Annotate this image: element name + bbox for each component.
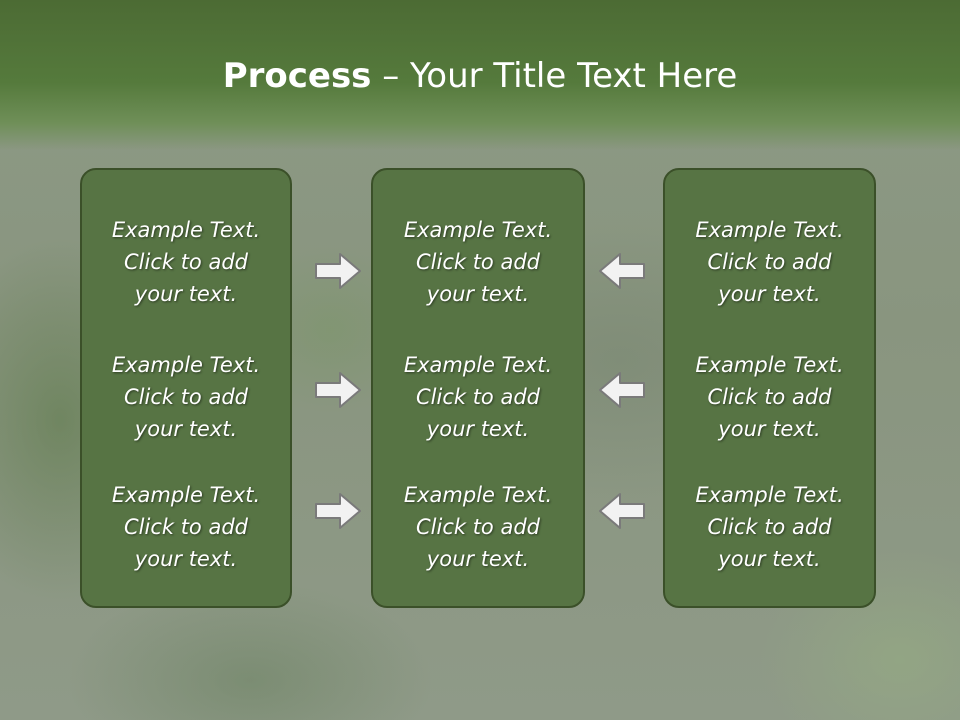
- item-line: your text.: [426, 417, 530, 441]
- left-arrow-icon: [599, 253, 645, 289]
- item-line: Example Text.: [695, 353, 844, 377]
- item-line: your text.: [134, 417, 238, 441]
- item-line: your text.: [718, 547, 821, 571]
- right-arrow-icon: [315, 372, 361, 408]
- item-line: Click to add: [415, 385, 540, 409]
- text-box-right[interactable]: Example Text. Click to add your text. Ex…: [663, 168, 876, 608]
- text-item[interactable]: Example Text. Click to add your text.: [665, 214, 874, 310]
- left-arrow-icon: [599, 372, 645, 408]
- header-band: [0, 0, 960, 150]
- item-line: your text.: [426, 282, 530, 306]
- text-item[interactable]: Example Text. Click to add your text.: [373, 349, 583, 445]
- text-box-center[interactable]: Example Text. Click to add your text. Ex…: [371, 168, 585, 608]
- title-rest: – Your Title Text Here: [371, 56, 738, 96]
- text-item[interactable]: Example Text. Click to add your text.: [665, 479, 874, 575]
- item-line: your text.: [718, 417, 821, 441]
- left-arrow-icon: [599, 493, 645, 529]
- item-line: Click to add: [123, 250, 248, 274]
- text-item[interactable]: Example Text. Click to add your text.: [373, 479, 583, 575]
- right-arrow-icon: [315, 493, 361, 529]
- item-line: Example Text.: [403, 353, 553, 377]
- item-line: Click to add: [123, 385, 248, 409]
- item-line: your text.: [134, 547, 238, 571]
- item-line: Click to add: [415, 250, 540, 274]
- item-line: Click to add: [415, 515, 540, 539]
- item-line: Example Text.: [111, 218, 261, 242]
- item-line: Example Text.: [111, 483, 261, 507]
- item-line: your text.: [426, 547, 530, 571]
- item-line: Click to add: [707, 385, 832, 409]
- item-line: Example Text.: [403, 483, 553, 507]
- text-item[interactable]: Example Text. Click to add your text.: [82, 349, 290, 445]
- title-bold: Process: [222, 56, 372, 96]
- item-line: your text.: [134, 282, 238, 306]
- item-line: Example Text.: [695, 483, 844, 507]
- text-item[interactable]: Example Text. Click to add your text.: [373, 214, 583, 310]
- item-line: Example Text.: [403, 218, 553, 242]
- right-arrow-icon: [315, 253, 361, 289]
- item-line: Example Text.: [695, 218, 844, 242]
- item-line: Click to add: [123, 515, 248, 539]
- text-item[interactable]: Example Text. Click to add your text.: [82, 479, 290, 575]
- item-line: Click to add: [707, 250, 832, 274]
- item-line: your text.: [718, 282, 821, 306]
- text-box-left[interactable]: Example Text. Click to add your text. Ex…: [80, 168, 292, 608]
- item-line: Example Text.: [111, 353, 261, 377]
- item-line: Click to add: [707, 515, 832, 539]
- text-item[interactable]: Example Text. Click to add your text.: [82, 214, 290, 310]
- text-item[interactable]: Example Text. Click to add your text.: [665, 349, 874, 445]
- slide-title[interactable]: Process – Your Title Text Here: [0, 54, 960, 98]
